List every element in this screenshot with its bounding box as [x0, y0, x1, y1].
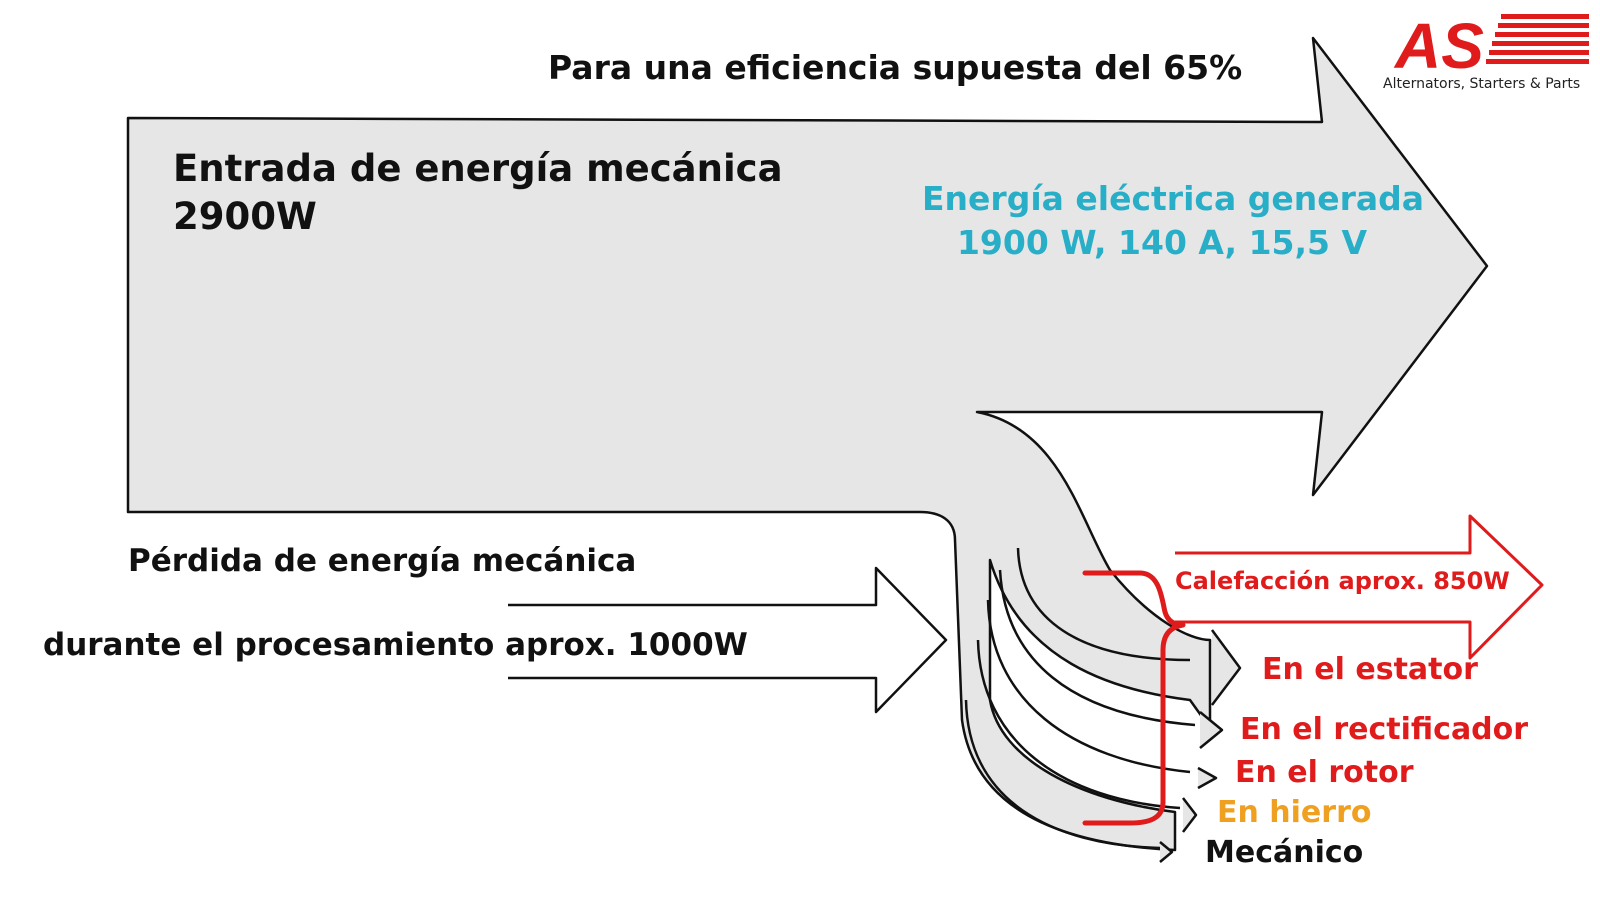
loss-label-line1: Pérdida de energía mecánica	[128, 543, 637, 579]
input-energy-title: Entrada de energía mecánica	[173, 147, 783, 190]
heating-arrow	[1175, 514, 1544, 660]
logo-stripes	[1486, 14, 1589, 64]
mechanical-arrowhead	[1159, 841, 1174, 863]
loss-label-line2: durante el procesamiento aprox. 1000W	[43, 627, 748, 663]
mechanical-stream	[964, 699, 1161, 850]
input-energy-label: Entrada de energía mecánica 2900W	[173, 145, 783, 241]
input-energy-value: 2900W	[173, 195, 317, 238]
rectifier-arrowhead	[1199, 711, 1224, 749]
stator-arrowhead	[1210, 629, 1242, 706]
stator-stream	[1016, 547, 1191, 662]
loss-item-stator: En el estator	[1262, 652, 1478, 687]
loss-item-rotor: En el rotor	[1235, 755, 1414, 790]
loss-arrowheads	[1159, 629, 1242, 863]
loss-item-rectifier: En el rectificador	[1240, 712, 1529, 747]
logo-mark: AS	[1393, 12, 1484, 82]
rotor-stream	[986, 599, 1191, 774]
loss-item-mechanical: Mecánico	[1205, 835, 1364, 870]
loss-item-iron: En hierro	[1217, 795, 1372, 830]
loss-streams	[964, 547, 1196, 850]
rotor-arrowhead	[1197, 766, 1218, 790]
page-title: Para una eficiencia supuesta del 65%	[548, 48, 1243, 87]
heating-label: Calefacción aprox. 850W	[1175, 567, 1510, 595]
brand-logo: AS	[1393, 12, 1589, 82]
iron-arrowhead	[1182, 797, 1198, 833]
electric-output-title: Energía eléctrica generada	[922, 179, 1425, 218]
logo-tagline: Alternators, Starters & Parts	[1383, 76, 1581, 92]
electric-output-label: Energía eléctrica generada 1900 W, 140 A…	[922, 177, 1425, 265]
electric-output-values: 1900 W, 140 A, 15,5 V	[956, 223, 1368, 262]
iron-stream	[976, 639, 1181, 810]
loss-input-arrow	[508, 566, 948, 714]
rectifier-stream	[998, 569, 1196, 727]
heating-brace	[1082, 570, 1186, 826]
